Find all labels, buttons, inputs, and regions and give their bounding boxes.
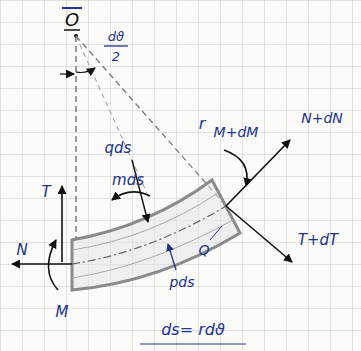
- force-label: M: [56, 305, 69, 320]
- force-label: r: [199, 116, 206, 132]
- force-label: qds: [105, 141, 132, 156]
- force-label: O: [65, 11, 79, 29]
- force-label: M+dM: [214, 125, 259, 139]
- force-label: pds: [169, 275, 194, 289]
- force-label: ds= rdϑ: [161, 322, 225, 338]
- force-label: T+dT: [298, 233, 338, 248]
- force-label: T: [41, 185, 50, 200]
- force-label: 2: [112, 50, 120, 63]
- force-label: Q: [198, 243, 209, 257]
- force-label: dϑ: [108, 30, 124, 43]
- force-label: mds: [112, 173, 144, 188]
- force-label: N+dN: [301, 111, 343, 125]
- force-label: N: [16, 243, 27, 258]
